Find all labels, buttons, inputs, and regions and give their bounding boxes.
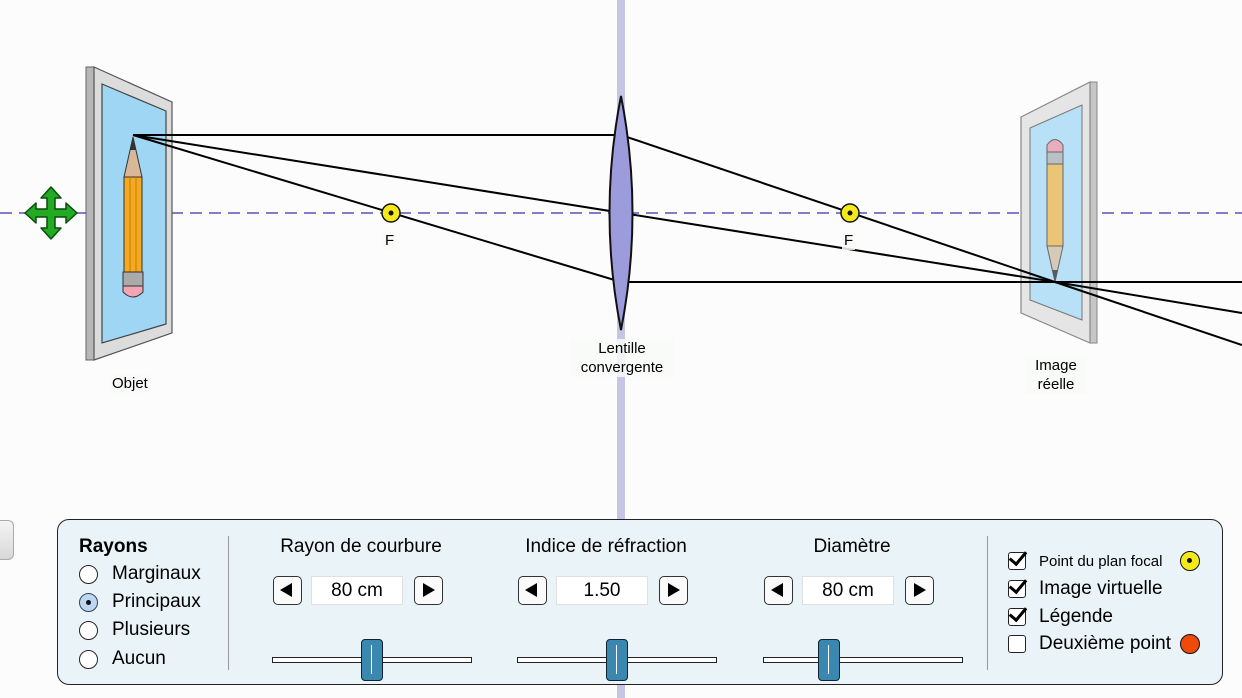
radio-circle[interactable] [79,649,98,669]
checkbox-virtual-image[interactable]: Image virtuelle [1008,577,1163,601]
radio-label: Aucun [112,648,166,669]
radio-marginaux[interactable]: Marginaux [79,563,201,585]
focal-point-right[interactable] [840,203,860,223]
diameter-stepper: 80 cm [764,576,934,608]
checkbox-label: Point du plan focal [1039,552,1163,570]
radio-plusieurs[interactable]: Plusieurs [79,619,190,641]
checkbox-box[interactable] [1008,552,1026,570]
refraction-title: Indice de réfraction [525,536,687,557]
arrow-right-icon[interactable] [659,576,688,605]
checkbox-focal-point[interactable]: Point du plan focal [1008,549,1162,573]
image-label: Image réelle [1025,356,1087,394]
checkbox-second-point[interactable]: Deuxième point [1008,632,1171,656]
converging-lens[interactable] [608,95,634,331]
refraction-slider-thumb[interactable] [606,639,628,681]
orange-dot-icon [1180,634,1200,654]
refraction-stepper: 1.50 [518,576,688,608]
curvature-control: Rayon de courbure 80 cm [256,536,472,681]
radio-principaux[interactable]: Principaux [79,591,201,613]
arrow-right-icon[interactable] [414,576,443,605]
divider [228,536,229,670]
diameter-control: Diamètre 80 cm [747,536,963,681]
diameter-value[interactable]: 80 cm [802,576,894,605]
arrow-left-icon[interactable] [518,576,547,605]
diameter-slider-track[interactable] [763,657,963,663]
control-panel: Rayons Marginaux Principaux Plusieurs Au… [57,519,1223,685]
curvature-value[interactable]: 80 cm [311,576,403,605]
radio-circle-selected[interactable] [79,592,98,612]
yellow-focal-dot-icon [1180,551,1200,571]
arrow-left-icon[interactable] [273,576,302,605]
pencil-icon [1046,139,1064,283]
checkbox-label: Image virtuelle [1039,578,1163,599]
checkbox-box[interactable] [1008,608,1026,626]
focal-right-label: F [842,231,856,250]
lens-label: Lentille convergente [570,339,674,377]
curvature-title: Rayon de courbure [280,536,442,557]
radio-aucun[interactable]: Aucun [79,648,166,670]
radio-label: Marginaux [112,563,201,584]
refraction-control: Indice de réfraction 1.50 [501,536,717,681]
diameter-slider-thumb[interactable] [818,639,840,681]
checkbox-label: Légende [1039,606,1113,627]
radio-label: Principaux [112,591,201,612]
checkbox-box[interactable] [1008,580,1026,598]
pencil-icon [122,136,144,298]
radio-circle[interactable] [79,620,98,640]
diameter-title: Diamètre [813,536,891,557]
curvature-stepper: 80 cm [273,576,443,608]
focal-left-label: F [383,231,397,250]
divider [987,536,988,670]
zoom-icon[interactable] [0,520,14,560]
radio-label: Plusieurs [112,619,191,640]
image-frame [1020,81,1098,344]
checkbox-legend[interactable]: Légende [1008,605,1113,629]
move-arrows-icon[interactable] [24,186,78,240]
focal-point-left[interactable] [381,203,401,223]
rays-title: Rayons [79,536,148,557]
checkbox-label: Deuxième point [1039,633,1172,654]
object-label: Objet [110,374,150,393]
radio-circle[interactable] [79,564,98,584]
arrow-right-icon[interactable] [905,576,934,605]
refraction-value[interactable]: 1.50 [556,576,648,605]
curvature-slider-thumb[interactable] [361,639,383,681]
object-frame[interactable] [85,66,173,361]
arrow-left-icon[interactable] [764,576,793,605]
checkbox-box[interactable] [1008,635,1026,653]
